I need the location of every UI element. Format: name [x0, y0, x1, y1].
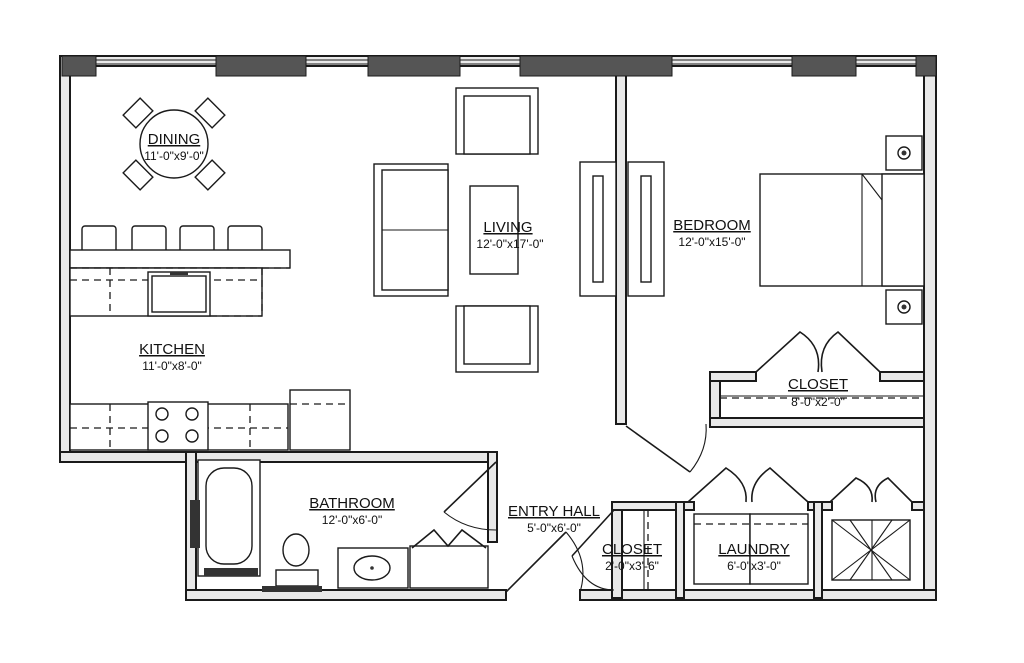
laundry-top-wall-left	[683, 501, 695, 511]
toilet	[282, 533, 310, 567]
dining-label: DINING	[148, 131, 201, 148]
living-dimensions: 12'-0"x17'-0"	[476, 237, 543, 251]
bedroom-closet-label: CLOSET	[788, 376, 848, 393]
entry-closet-top-wall	[611, 501, 677, 511]
bathroom-right-wall	[487, 451, 498, 543]
linen-cabinet	[409, 545, 489, 589]
bathroom-fixtures	[190, 459, 489, 592]
bedroom-dimensions: 12'-0"x15'-0"	[678, 235, 745, 249]
window-4	[519, 55, 673, 77]
left-exterior-wall	[59, 55, 71, 461]
bathroom-dimensions: 12'-0"x6'-0"	[322, 513, 382, 527]
closet-bottom-wall	[709, 417, 925, 428]
bottom-wall-east	[579, 589, 937, 601]
kitchen-label: KITCHEN	[139, 341, 205, 358]
bedroom-left-wall	[615, 65, 627, 425]
window-2	[215, 55, 307, 77]
entry-hall-dimensions: 5'-0"x6'-0"	[527, 521, 581, 535]
window-1	[61, 55, 97, 77]
coffee-table	[469, 185, 519, 275]
entry-hall-label: ENTRY HALL	[508, 503, 600, 520]
closet-top-wall-left	[709, 371, 757, 382]
right-exterior-wall	[923, 55, 937, 601]
bedroom-furniture	[759, 135, 925, 325]
entry-closet-label: CLOSET	[602, 541, 662, 558]
closet-top-wall-right	[879, 371, 925, 382]
bottom-wall-bath	[185, 589, 507, 601]
living-label: LIVING	[483, 219, 532, 236]
kitchen-counter	[69, 389, 351, 451]
kitchen-bottom-wall	[59, 451, 197, 463]
dining-dimensions: 11'-0"x9'-0"	[144, 149, 204, 163]
bedroom-closet-dimensions: 8'-0"x2'-0"	[791, 395, 845, 409]
storage-top-wall-right	[911, 501, 925, 511]
doors	[443, 423, 913, 593]
bathroom-label: BATHROOM	[309, 495, 395, 512]
living-furniture	[373, 87, 665, 373]
windows	[61, 55, 937, 77]
laundry-fixtures	[643, 510, 911, 590]
window-3	[367, 55, 461, 77]
bedroom-label: BEDROOM	[673, 217, 751, 234]
storage-left-wall	[813, 501, 823, 599]
room-labels: DINING 11'-0"x9'-0" LIVING 12'-0"x17'-0"…	[139, 131, 848, 573]
refrigerator	[289, 389, 351, 451]
window-6	[915, 55, 937, 77]
laundry-dimensions: 6'-0"x3'-0"	[727, 559, 781, 573]
stove	[147, 401, 209, 451]
laundry-label: LAUNDRY	[718, 541, 789, 558]
entry-closet-dimensions: 2'-0"x3'-6"	[605, 559, 659, 573]
bedroom-closet	[720, 330, 924, 399]
window-5	[791, 55, 857, 77]
dining-table	[122, 97, 226, 191]
dryer	[749, 513, 809, 585]
laundry-left-wall	[675, 501, 685, 599]
kitchen-dimensions: 11'-0"x8'-0"	[142, 359, 202, 373]
kitchen-island	[69, 225, 291, 317]
